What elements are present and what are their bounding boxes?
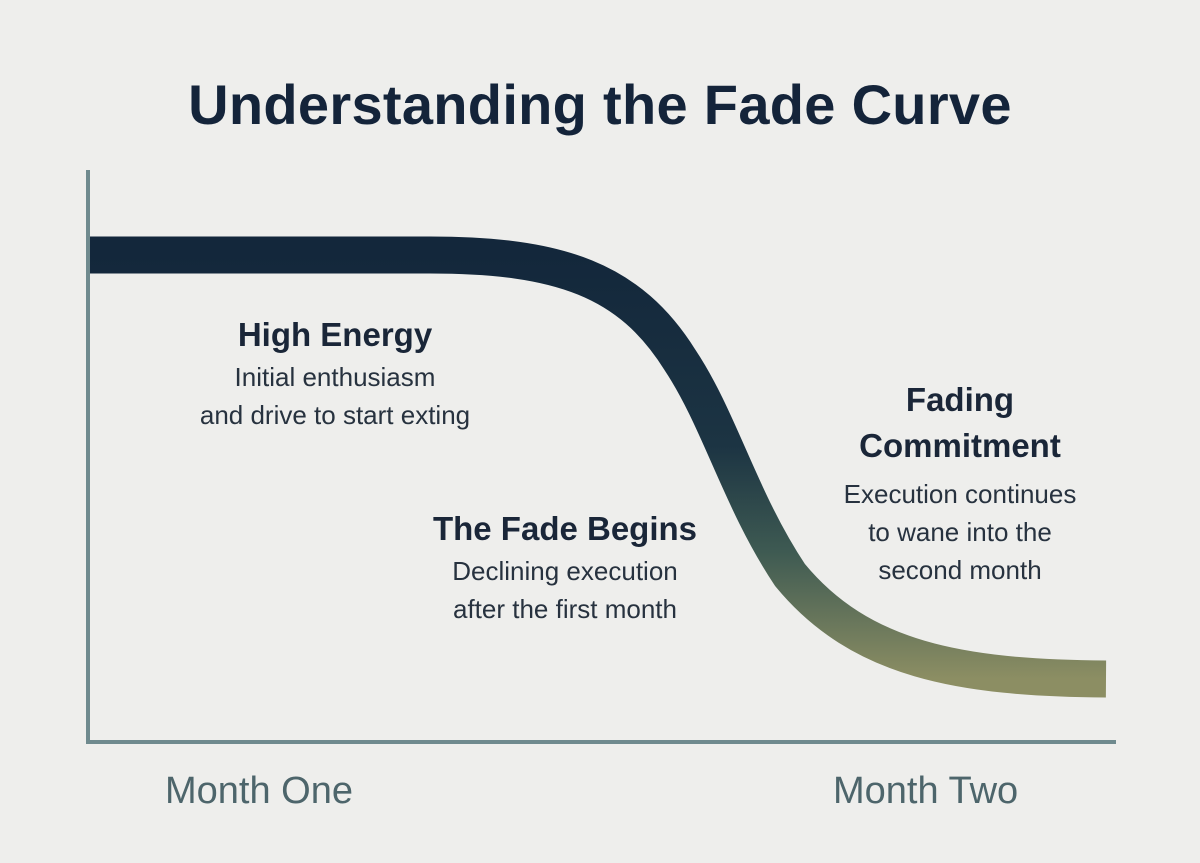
phase-desc-line: and drive to start exting [199,400,471,430]
phase-fading-commitment: Fading Commitment Execution continues to… [800,377,1120,589]
phase-heading: The Fade Begins [432,510,698,547]
phase-desc-line: second month [878,555,1042,585]
x-label-month-two: Month Two [833,770,1019,812]
phase-heading: Commitment [859,427,1061,464]
phase-heading: High Energy [237,316,433,353]
phase-high-energy: High Energy Initial enthusiasm and drive… [160,312,510,434]
fade-curve [90,236,1107,698]
phase-heading: Fading [905,381,1015,418]
page-title: Understanding the Fade Curve [188,73,1012,136]
x-label-month-one: Month One [165,770,353,812]
phase-desc-line: Declining execution [452,556,678,586]
phase-desc-line: Initial enthusiasm [234,362,436,392]
phase-desc-line: to wane into the [868,517,1052,547]
phase-desc-line: after the first month [453,594,677,624]
phase-fade-begins: The Fade Begins Declining execution afte… [400,506,730,628]
phase-desc-line: Execution continues [843,479,1077,509]
